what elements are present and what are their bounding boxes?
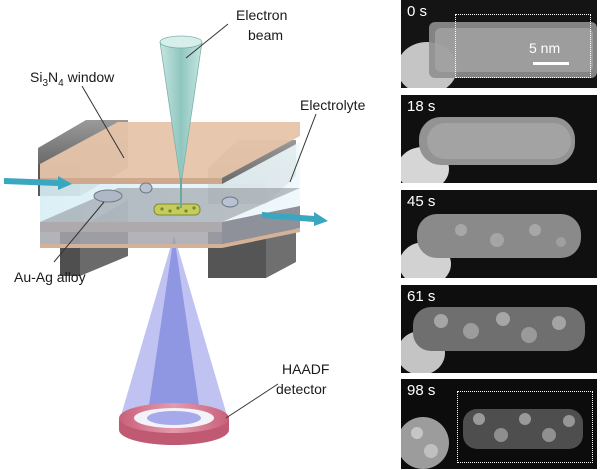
tem-frame-0s: 0 s 5 nm — [401, 0, 597, 88]
roi-box — [457, 391, 593, 463]
time-label: 61 s — [407, 288, 436, 305]
time-label: 0 s — [407, 3, 428, 20]
label-au-ag-alloy: Au-Ag alloy — [14, 269, 86, 285]
label-si3n4-window: Si3N4 window — [30, 69, 115, 89]
time-label: 98 s — [407, 382, 436, 399]
au-ag-nanorod — [153, 203, 201, 216]
label-haadf-line2: detector — [276, 381, 327, 397]
time-label: 45 s — [407, 193, 436, 210]
tem-frame-98s: 98 s — [401, 379, 597, 469]
label-electron-beam-line2: beam — [248, 27, 283, 43]
label-haadf-line1: HAADF — [282, 361, 329, 377]
tem-image-sequence: 0 s 5 nm 18 s 45 s — [401, 0, 597, 470]
nanoparticles — [93, 182, 239, 216]
tem-frame-18s: 18 s — [401, 95, 597, 183]
electron-beam — [159, 35, 203, 208]
label-electrolyte: Electrolyte — [300, 97, 366, 113]
leader-lines — [53, 23, 317, 419]
label-electron-beam-line1: Electron — [236, 7, 287, 23]
electrolyte-flow-arrows — [4, 176, 328, 226]
scale-bar-label: 5 nm — [529, 40, 561, 56]
haadf-detector — [119, 403, 229, 445]
time-label: 18 s — [407, 98, 436, 115]
tem-frame-45s: 45 s — [401, 190, 597, 278]
scale-bar — [533, 62, 569, 65]
tem-frame-61s: 61 s — [401, 285, 597, 373]
liquid-cell-schematic: Electron beam Si3N4 window Electrolyte A… — [4, 7, 366, 445]
roi-box — [455, 14, 591, 78]
